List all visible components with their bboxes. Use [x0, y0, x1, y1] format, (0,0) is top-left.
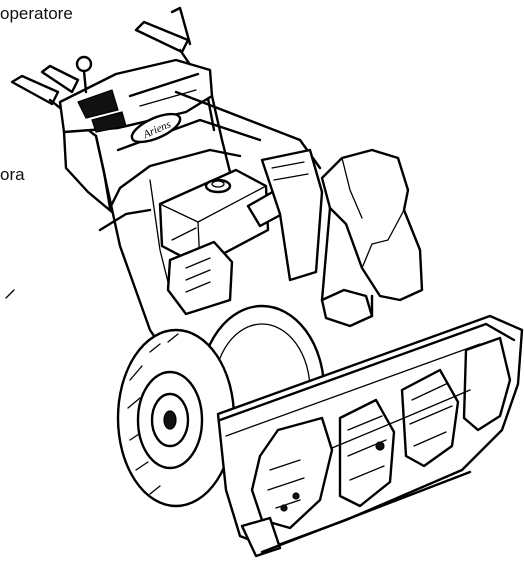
leader-line — [5, 289, 15, 299]
label-operatore: operatore — [0, 4, 73, 23]
auger-housing — [216, 314, 524, 550]
wheel-left — [116, 328, 236, 508]
discharge-chute — [320, 148, 424, 328]
label-ora: ora — [0, 165, 25, 184]
engine — [158, 168, 288, 316]
side-cover — [260, 148, 324, 282]
brand-badge: Ariens — [130, 112, 182, 144]
choke-knob — [75, 55, 93, 94]
scraper-bar — [260, 470, 472, 554]
skid-shoe — [240, 516, 282, 558]
